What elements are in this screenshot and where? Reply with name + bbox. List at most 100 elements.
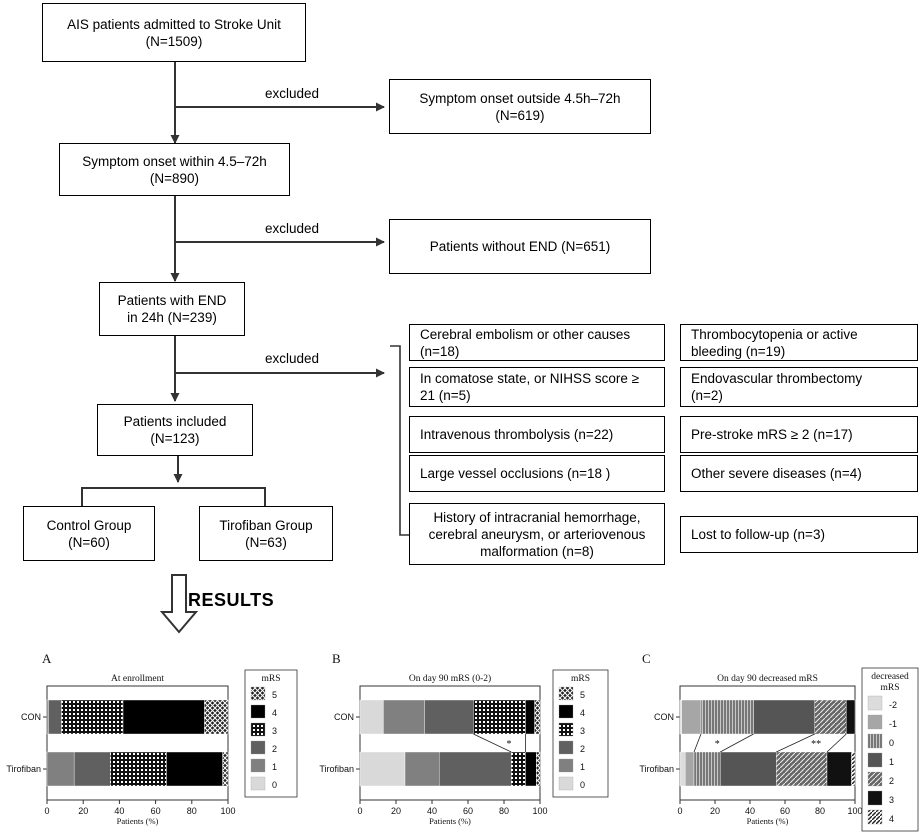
legend-label: 1 [272,762,277,772]
legend-swatch [867,714,883,730]
legend-swatch [867,790,883,806]
box-patients-included: Patients included (N=123) [97,404,253,456]
x-tick-label: 100 [532,806,547,816]
bar-segment [525,751,537,787]
x-axis-label: Patients (%) [429,816,471,826]
x-tick-label: 60 [780,806,790,816]
bar-segment [846,699,856,735]
legend-label: 1 [889,757,894,767]
bar-segment [204,699,229,735]
legend-swatch [867,809,883,825]
excluded-label-1: excluded [265,86,320,101]
annotation-mark: * [506,739,511,750]
legend-label: -1 [889,719,897,729]
bar-segment [525,699,535,735]
plot-frame [359,685,541,801]
split-connector [81,487,266,506]
bar-segment [122,699,205,735]
bar-segment [424,699,474,735]
bar-segment [222,751,229,787]
annotation-mark: ** [811,739,821,750]
bar-segment [473,699,526,735]
x-tick-label: 40 [745,806,755,816]
box-onset-within: Symptom onset within 4.5–72h (N=890) [59,143,290,196]
reason-other-diseases: Other severe diseases (n=4) [680,455,918,492]
annotation-line [776,733,815,753]
reason-intracranial-history: History of intracranial hemorrhage, cere… [409,503,665,565]
x-tick-label: 80 [187,806,197,816]
legend-swatch [867,695,883,711]
legend-label: -2 [889,700,897,710]
legend-swatch [250,722,266,737]
x-tick-label: 60 [151,806,161,816]
legend-title: mRS [571,674,590,684]
annotation-line [720,733,754,753]
legend-label: 4 [272,708,277,718]
legend-label: 1 [580,762,585,772]
bar-segment [46,751,75,787]
x-tick-label: 0 [44,806,49,816]
box-ais-patients: AIS patients admitted to Stroke Unit (N=… [42,3,306,62]
reason-comatose: In comatose state, or NIHSS score ≥ 21 (… [409,367,665,407]
box-onset-outside: Symptom onset outside 4.5h–72h (N=619) [389,79,651,134]
x-tick-label: 100 [220,806,235,816]
annotation-line [693,733,702,753]
bar-segment [359,699,384,735]
bar-segment [48,699,62,735]
bar-segment [383,699,426,735]
legend-label: 0 [889,738,894,748]
legend-label: 3 [272,726,277,736]
legend-label: 5 [272,690,277,700]
panel-letter: B [332,651,341,666]
bar-segment [679,751,686,787]
excluded-label-3: excluded [265,351,320,366]
reason-large-vessel: Large vessel occlusions (n=18 ) [409,455,665,492]
legend-label: 3 [580,726,585,736]
reason-lost-followup: Lost to follow-up (n=3) [680,516,918,553]
reason-thrombectomy: Endovascular thrombectomy (n=2) [680,367,918,407]
annotation-line [826,733,847,753]
annotation-mark: * [715,739,720,750]
x-tick-label: 80 [815,806,825,816]
legend-swatch [867,733,883,749]
reason-cerebral-embolism: Cerebral embolism or other causes (n=18) [409,324,665,361]
legend-swatch [558,704,574,719]
x-tick-label: 0 [357,806,362,816]
legend-swatch [867,771,883,787]
bar-segment [826,751,852,787]
chart-title: At enrollment [111,674,164,684]
bar-segment [510,751,526,787]
y-tick-label: CON [654,712,674,722]
legend-swatch [250,776,266,791]
legend-swatch [250,704,266,719]
bar-segment [46,699,50,735]
y-tick-label: Tirofiban [319,764,354,774]
results-heading: RESULTS [188,590,275,610]
bar-segment [776,751,828,787]
x-tick-label: 20 [391,806,401,816]
bar-segment [681,699,702,735]
reason-thrombocytopenia: Thrombocytopenia or active bleeding (n=1… [680,324,918,361]
reasons-bracket [390,345,409,536]
x-tick-label: 80 [499,806,509,816]
annotation-line [473,733,512,753]
bar-segment [685,751,695,787]
plot-frame [679,685,856,801]
bar-segment [814,699,847,735]
chart-title: On day 90 decreased mRS [717,674,818,684]
legend-swatch [558,740,574,755]
bar-segment [753,699,815,735]
y-tick-label: CON [21,712,41,722]
excluded-label-2: excluded [265,221,320,236]
legend-title: decreased [871,672,909,682]
legend-title: mRS [880,683,899,693]
x-tick-label: 60 [463,806,473,816]
legend-swatch [250,686,266,701]
bar-segment [166,751,223,787]
bar-segment [720,751,777,787]
bar-segment [359,751,406,787]
legend-swatch [558,776,574,791]
x-axis-label: Patients (%) [117,816,159,826]
